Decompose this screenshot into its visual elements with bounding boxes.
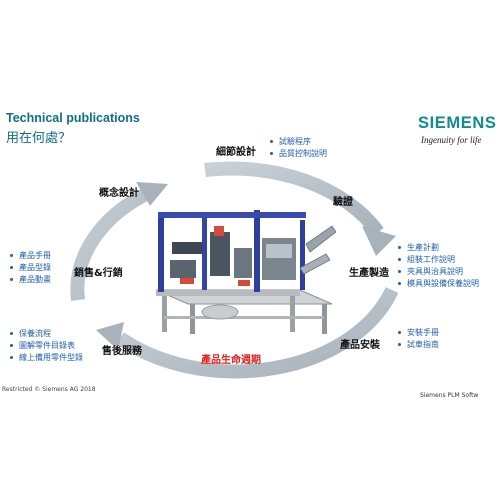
production-bullets: 生產計劃 組裝工作說明 夾具與治具說明 模具與設備保養說明 <box>398 242 479 290</box>
list-item: 品質控制說明 <box>270 148 327 160</box>
arrowhead-service <box>96 322 124 350</box>
after-sales-bullets: 保養流程 圖解零件目錄表 線上備用零件型錄 <box>10 328 83 364</box>
list-item: 圖解零件目錄表 <box>10 340 83 352</box>
stage-detail-design: 細節設計 <box>216 147 256 158</box>
list-item: 產品手冊 <box>10 250 51 262</box>
page-subtitle: 用在何處？ <box>6 131 72 146</box>
footer-company: Siemens PLM Softw <box>420 392 479 399</box>
installation-bullets: 安裝手冊 試車指南 <box>398 327 439 351</box>
list-item: 夾具與治具說明 <box>398 266 479 278</box>
arrowhead-production <box>362 226 396 256</box>
footer-copyright: Restricted © Siemens AG 2018 <box>2 386 96 393</box>
list-item: 保養流程 <box>10 328 83 340</box>
list-item: 線上備用零件型錄 <box>10 352 83 364</box>
arrow-production-to-service <box>116 287 399 379</box>
stage-installation: 產品安裝 <box>340 340 380 351</box>
sales-bullets: 產品手冊 產品型錄 產品動畫 <box>10 250 51 286</box>
page-title: Technical publications <box>6 111 140 125</box>
arrow-service-to-concept <box>70 185 154 301</box>
stage-production: 生產製造 <box>349 268 389 279</box>
list-item: 試驗程序 <box>270 136 327 148</box>
stage-concept-design: 概念設計 <box>99 188 139 199</box>
list-item: 產品動畫 <box>10 274 51 286</box>
list-item: 產品型錄 <box>10 262 51 274</box>
detail-design-bullets: 試驗程序 品質控制說明 <box>270 136 327 160</box>
stage-sales-marketing: 銷售&行銷 <box>74 268 123 279</box>
logo-tagline: Ingenuity for life <box>421 135 482 145</box>
arrow-design-to-production <box>204 161 384 237</box>
product-lifecycle-label: 產品生命週期 <box>201 355 261 366</box>
stage-verification: 驗證 <box>333 197 353 208</box>
list-item: 安裝手冊 <box>398 327 439 339</box>
assembly-machine-image <box>155 210 336 334</box>
arrowhead-concept <box>136 182 168 206</box>
list-item: 模具與設備保養說明 <box>398 278 479 290</box>
list-item: 組裝工作說明 <box>398 254 479 266</box>
list-item: 試車指南 <box>398 339 439 351</box>
siemens-logo: SIEMENS <box>418 114 497 132</box>
stage-after-sales: 售後服務 <box>102 346 142 357</box>
list-item: 生產計劃 <box>398 242 479 254</box>
